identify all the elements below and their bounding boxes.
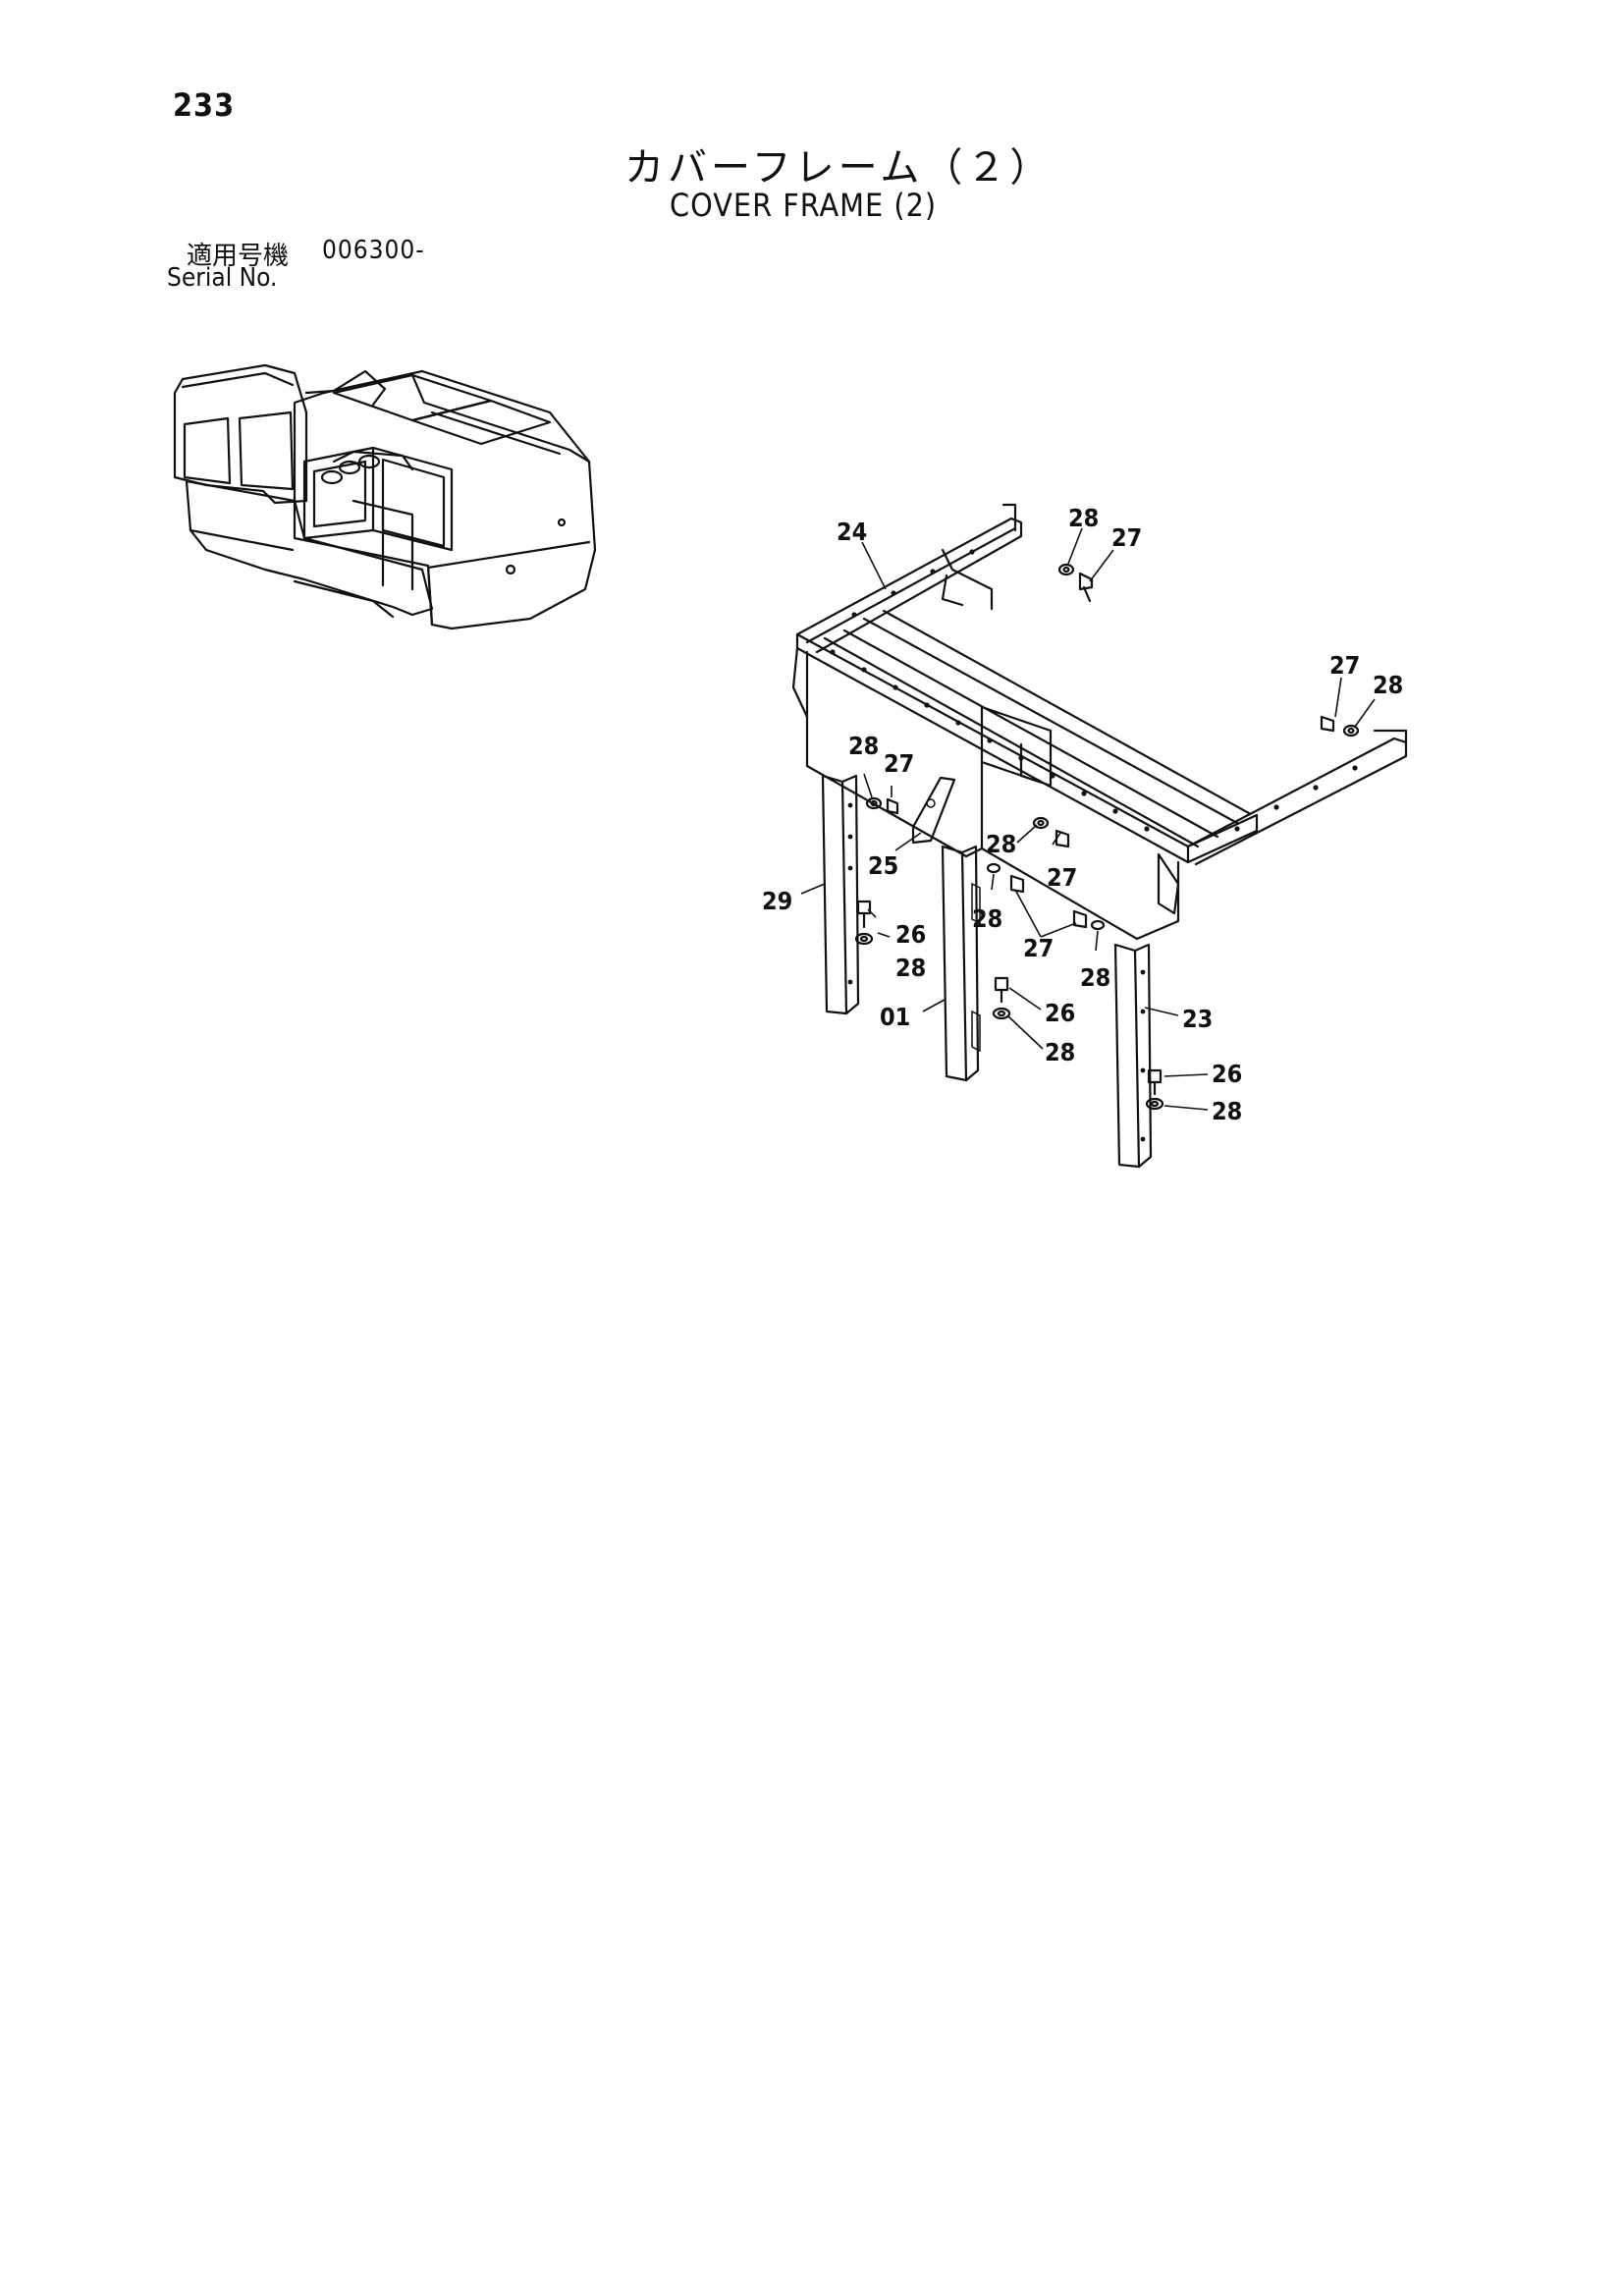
callout-27: 27 <box>1047 863 1077 892</box>
callout-28: 28 <box>895 954 926 982</box>
callout-01: 01 <box>880 1003 910 1031</box>
callout-28: 28 <box>848 732 879 760</box>
callout-24: 24 <box>837 518 867 546</box>
callout-28: 28 <box>1212 1097 1242 1125</box>
callout-28: 28 <box>1045 1038 1075 1066</box>
title-japanese: カバーフレーム（２） <box>624 145 1054 191</box>
callout-27: 27 <box>884 749 914 778</box>
callout-25: 25 <box>868 851 898 880</box>
serial-number-value: 006300- <box>322 236 425 265</box>
serial-label-english: Serial No. <box>167 263 278 293</box>
callout-28: 28 <box>1080 963 1110 992</box>
callout-28: 28 <box>986 830 1016 858</box>
callout-29: 29 <box>762 887 792 915</box>
serial-label-japanese: 適用号機 <box>187 242 290 271</box>
callout-28: 28 <box>1068 504 1099 532</box>
callout-26: 26 <box>1045 999 1075 1027</box>
title-english: COVER FRAME (2) <box>670 187 938 224</box>
callout-28: 28 <box>1373 671 1403 699</box>
page-number: 233 <box>173 86 236 124</box>
callout-23: 23 <box>1182 1005 1213 1033</box>
callout-27: 27 <box>1111 523 1142 552</box>
callout-28: 28 <box>972 904 1002 933</box>
callout-26: 26 <box>895 920 926 949</box>
callout-27: 27 <box>1329 651 1360 680</box>
callout-27: 27 <box>1023 934 1054 962</box>
callout-26: 26 <box>1212 1060 1242 1088</box>
excavator-overview-illustration <box>173 363 597 630</box>
cover-frame-assembly: 24 28 27 27 28 28 27 25 28 27 28 27 28 2… <box>762 503 1408 1169</box>
part-callouts: 24 28 27 27 28 28 27 25 28 27 28 27 28 2… <box>762 504 1403 1125</box>
